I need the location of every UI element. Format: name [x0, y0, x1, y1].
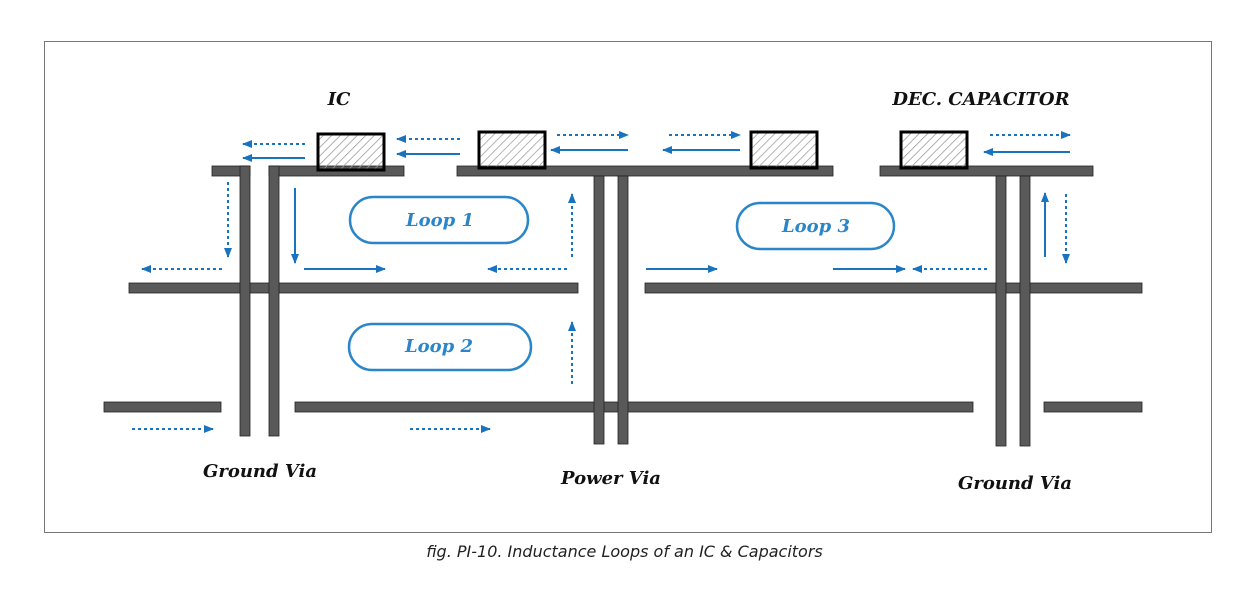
ic-label: IC [327, 89, 351, 110]
figure-caption: fig. PI-10. Inductance Loops of an IC & … [426, 542, 823, 561]
power-via-label: Power Via [560, 468, 661, 489]
loop-2-outline [347, 322, 533, 372]
top-trace-middle [456, 165, 834, 177]
middle-plane-left [128, 282, 579, 294]
ground-via-right-label: Ground Via [958, 473, 1072, 494]
ground-via-left-label: Ground Via [203, 461, 317, 482]
loop-3-label: Loop 3 [781, 216, 850, 237]
top-trace-right [879, 165, 1094, 177]
ground-via-left-barrel-b [268, 165, 280, 437]
bottom-plane-far-left [103, 401, 222, 413]
ground-via-left-barrel-a [239, 165, 251, 437]
loop-1-label: Loop 1 [405, 210, 474, 231]
loop-1-outline [348, 195, 530, 245]
capacitor-1 [477, 130, 547, 170]
middle-plane-right [644, 282, 1143, 294]
capacitor-2 [749, 130, 819, 170]
ground-via-right-barrel-b [1019, 175, 1031, 447]
dec-capacitor-label: DEC. CAPACITOR [891, 89, 1069, 110]
bottom-plane-middle [294, 401, 974, 413]
power-via-barrel-b [617, 175, 629, 445]
ground-via-right-barrel-a [995, 175, 1007, 447]
loop-2-label: Loop 2 [404, 336, 473, 357]
decoupling-capacitor [899, 130, 969, 170]
loop-3-outline [735, 201, 896, 251]
bottom-plane-far-right [1043, 401, 1143, 413]
power-via-barrel-a [593, 175, 605, 445]
ic-package [316, 132, 386, 172]
